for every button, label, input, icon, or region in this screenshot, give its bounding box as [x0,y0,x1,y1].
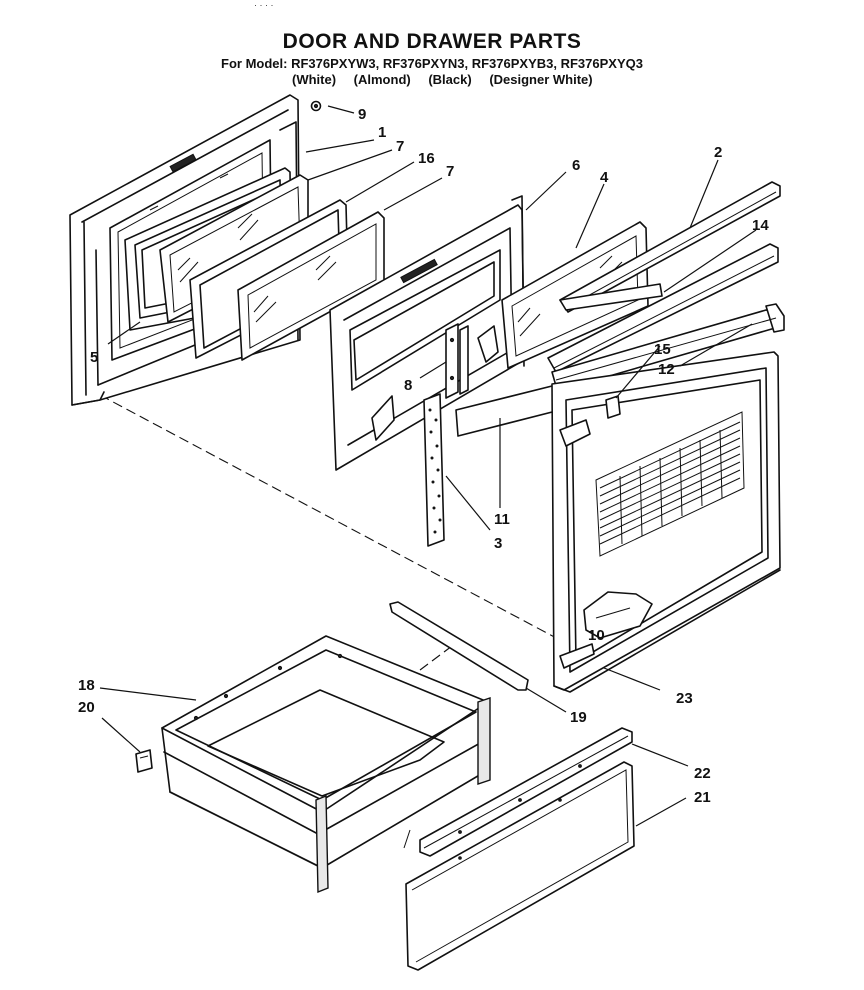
callout-14: 14 [752,217,769,234]
callout-12: 12 [658,361,675,378]
diagram-header: DOOR AND DRAWER PARTS For Model: RF376PX… [0,30,864,71]
callout-15: 15 [654,341,671,358]
callout-7a: 7 [396,138,404,155]
callout-7b: 7 [446,163,454,180]
callout-4: 4 [600,169,609,186]
color-black: (Black) [428,72,472,87]
handle-trim [547,243,779,373]
callout-10: 10 [588,627,605,644]
leader-lines [99,105,757,827]
callout-2: 2 [714,144,722,161]
callout-20: 20 [78,699,95,716]
callout-11: 11 [494,511,510,528]
callout-16: 16 [418,150,435,167]
drawer-front-trim [419,727,633,857]
callout-21: 21 [694,789,711,806]
drawer-glide-clip [135,749,153,773]
callout-3: 3 [494,535,502,552]
door-screw [310,100,322,112]
window-glass-pane-second [237,211,385,361]
front-door-panel [551,351,781,693]
callout-9: 9 [358,106,366,123]
door-bracket [559,395,621,447]
callout-22: 22 [694,765,711,782]
top-clipped-text: · · · · [254,0,274,10]
drawer-front-panel [405,761,635,971]
top-trim [559,181,781,313]
light-shield [455,383,561,437]
drawer-rail [389,601,529,691]
color-white: (White) [292,72,337,87]
callout-labels: 9 1 7 16 7 6 4 2 14 15 12 5 8 11 3 10 23… [78,106,769,806]
door-top-rail [551,303,785,389]
insulation-strip [423,393,445,547]
callout-1: 1 [378,124,386,141]
model-list: For Model: RF376PXYW3, RF376PXYN3, RF376… [221,56,643,71]
callout-18: 18 [78,677,95,694]
callout-5: 5 [90,349,98,366]
drawer-body [161,635,491,894]
callout-23: 23 [676,690,693,707]
callout-6: 6 [572,157,580,174]
callout-19: 19 [570,709,587,726]
color-variants: (White) (Almond) (Black) (Designer White… [292,72,607,87]
hinge-strip [445,323,469,399]
color-designer-white: (Designer White) [489,72,593,87]
color-almond: (Almond) [353,72,411,87]
callout-8: 8 [404,377,412,394]
page-title: DOOR AND DRAWER PARTS [282,30,582,53]
